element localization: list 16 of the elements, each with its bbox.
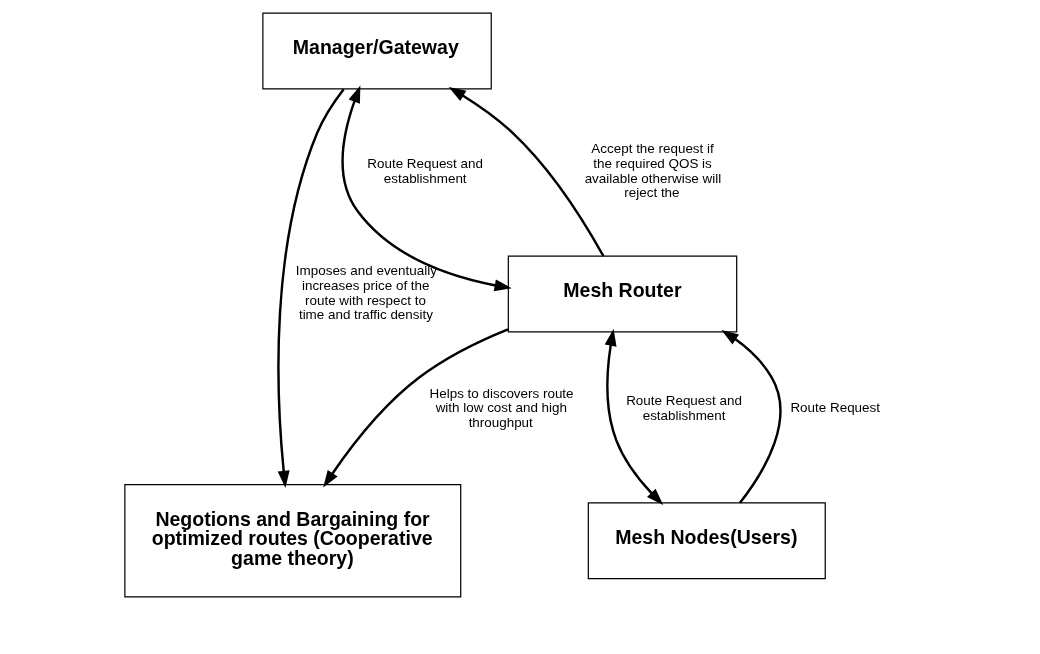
arrow: [341, 85, 512, 292]
edge-label: Imposes and eventually increases price of the route with respect to time and traffic density: [295, 263, 437, 323]
arrow: [604, 328, 664, 506]
arrow: [448, 87, 605, 257]
node-box: Mesh Router: [507, 255, 738, 333]
arrow: [323, 328, 509, 488]
edge-label: Route Request: [790, 400, 880, 416]
edge-label: Accept the request if the required QOS is available otherwise will reject the: [584, 141, 722, 201]
arrow: [721, 330, 782, 504]
node-box: Negotions and Bargaining for optimized routes (Cooperative game theory): [124, 483, 462, 598]
edge-label: Route Request and establishment: [626, 392, 742, 423]
node-box: Manager/Gateway: [262, 12, 492, 90]
edge-label: Helps to discovers route with low cost and high throughput: [429, 385, 574, 430]
edge-label: Route Request and establishment: [367, 156, 483, 186]
node-box: Mesh Nodes(Users): [587, 502, 826, 580]
arrow: [277, 88, 345, 488]
